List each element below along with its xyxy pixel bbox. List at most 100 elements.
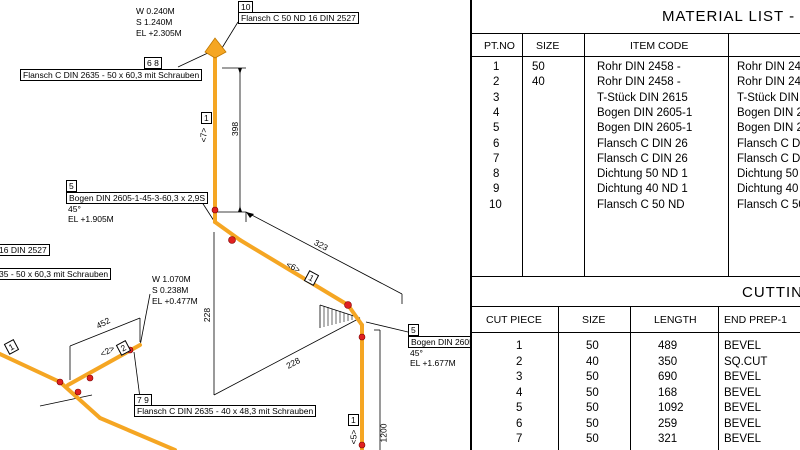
top-info-w: W 0.240M	[136, 6, 175, 16]
pipe-5-tag: 1	[348, 414, 359, 426]
end-prep-cell: BEVEL	[724, 433, 762, 445]
tee-fitting	[204, 37, 227, 59]
cut-piece-cell: 2	[516, 355, 523, 368]
cut-piece-cell: 5	[516, 402, 523, 414]
item-code-cell: T-Stück DIN 2615	[597, 91, 688, 104]
pt-no-cell: 1	[493, 61, 500, 73]
item-code-cell: Flansch C 50 ND	[597, 198, 685, 211]
length-cell: 168	[658, 386, 678, 399]
item-code-cell: Bogen DIN 2605-1	[597, 122, 693, 135]
bogen-a-el: EL +1.905M	[68, 214, 114, 224]
cut-size-cell: 50	[586, 402, 599, 414]
item-code-cell: Bogen DIN 2605-1	[597, 106, 693, 119]
item-code-cell: Rohr DIN 2458 -	[597, 76, 681, 89]
dimension-lines	[39, 21, 409, 450]
cut-size-cell: 40	[586, 355, 599, 368]
cutting-list-title: CUTTING	[742, 284, 800, 301]
col-header-end-prep: END PREP-1	[724, 314, 788, 326]
item-code-cell: Dichtung 50 ND 1	[597, 168, 688, 181]
pipe-7-label: <7>	[198, 127, 209, 143]
pt-no-cell: 6	[493, 137, 500, 150]
cut-size-cell: 50	[586, 433, 599, 445]
left-callout-1: 16 DIN 2527	[0, 244, 50, 256]
column-rule	[728, 33, 729, 276]
bogen-b-el: EL +1.677M	[410, 358, 456, 368]
pt-no-cell: 3	[493, 91, 500, 104]
divider	[472, 332, 800, 333]
item-code-cell: Flansch C DIN 26	[597, 152, 688, 165]
description-cell: Flansch C 50	[737, 198, 800, 211]
mid-info-w: W 1.070M	[152, 274, 191, 284]
material-list-title: MATERIAL LIST -	[662, 8, 796, 25]
cut-size-cell: 50	[586, 340, 599, 352]
dim-1200: 1200	[378, 423, 389, 443]
bogen-b-angle: 45°	[410, 348, 423, 358]
column-rule	[558, 306, 559, 450]
pt-no-cell: 5	[493, 122, 500, 135]
pt-no-cell: 4	[493, 106, 500, 119]
end-prep-cell: SQ.CUT	[724, 355, 768, 368]
description-cell: Bogen DIN 2	[737, 122, 800, 135]
size-cell: 40	[532, 76, 545, 89]
col-header-length: LENGTH	[654, 314, 697, 326]
cut-size-cell: 50	[586, 386, 599, 399]
end-prep-cell: BEVEL	[724, 386, 762, 399]
mid-info-s: S 0.238M	[152, 285, 189, 295]
arrowheads	[238, 68, 254, 218]
callout-flange-40: Flansch C DIN 2635 - 40 x 48,3 mit Schra…	[134, 405, 317, 417]
pt-no-cell: 2	[493, 76, 500, 89]
cut-piece-cell: 3	[516, 371, 523, 383]
size-cell: 50	[532, 61, 545, 73]
item-code-cell: Rohr DIN 2458 -	[597, 61, 681, 73]
tag-5-b: 5	[408, 324, 419, 336]
column-rule	[522, 33, 523, 276]
cut-piece-cell: 6	[516, 417, 523, 430]
length-cell: 1092	[658, 402, 684, 414]
length-cell: 489	[658, 340, 678, 352]
length-cell: 321	[658, 433, 678, 445]
left-callout-2: 35 - 50 x 60,3 mit Schrauben	[0, 268, 112, 280]
cut-size-cell: 50	[586, 371, 599, 383]
callout-flange-50: Flansch C DIN 2635 - 50 x 60,3 mit Schra…	[20, 69, 203, 81]
col-header-cut-piece: CUT PIECE	[486, 314, 542, 326]
col-header-pt-no: PT.NO	[484, 40, 515, 52]
divider	[472, 306, 800, 307]
callout-bogen-b: Bogen DIN 2605-	[408, 336, 470, 348]
top-info-el: EL +2.305M	[136, 28, 182, 38]
dim-398: 398	[230, 121, 241, 137]
cut-size-cell: 50	[586, 417, 599, 430]
pt-no-cell: 9	[493, 183, 500, 196]
pt-no-cell: 8	[493, 168, 500, 181]
column-rule	[718, 306, 719, 450]
divider	[472, 56, 800, 57]
bogen-a-angle: 45°	[68, 204, 81, 214]
pipe-runs	[0, 53, 364, 450]
pt-no-cell: 10	[489, 198, 502, 211]
description-cell: Flansch C D	[737, 152, 800, 165]
pipe-5-label: <5>	[348, 429, 359, 445]
description-cell: T-Stück DIN	[737, 91, 799, 104]
end-prep-cell: BEVEL	[724, 417, 762, 430]
mid-info-el: EL +0.477M	[152, 296, 198, 306]
callout-bogen-a: Bogen DIN 2605-1-45-3-60,3 x 2,9S	[66, 192, 209, 204]
isometric-drawing: W 0.240M S 1.240M EL +2.305M 10 Flansch …	[0, 1, 470, 450]
callout-flange-50-nd16: Flansch C 50 ND 16 DIN 2527	[238, 12, 359, 24]
cut-piece-cell: 4	[516, 386, 523, 399]
end-prep-cell: BEVEL	[724, 371, 762, 383]
cut-piece-cell: 1	[516, 340, 523, 352]
description-cell: Flansch C D	[737, 137, 800, 150]
cut-piece-cell: 7	[516, 433, 523, 445]
column-rule	[584, 33, 585, 276]
end-prep-cell: BEVEL	[724, 340, 762, 352]
item-code-cell: Flansch C DIN 26	[597, 137, 688, 150]
tag-5-a: 5	[66, 180, 77, 192]
length-cell: 259	[658, 417, 678, 430]
hatch	[323, 306, 353, 327]
pipe-7-tag: 1	[201, 112, 212, 124]
tag-6-8: 6 8	[144, 57, 162, 69]
col-header-size: SIZE	[536, 40, 560, 52]
column-rule	[630, 306, 631, 450]
col-header-cut-size: SIZE	[582, 314, 606, 326]
top-info-s: S 1.240M	[136, 17, 173, 27]
